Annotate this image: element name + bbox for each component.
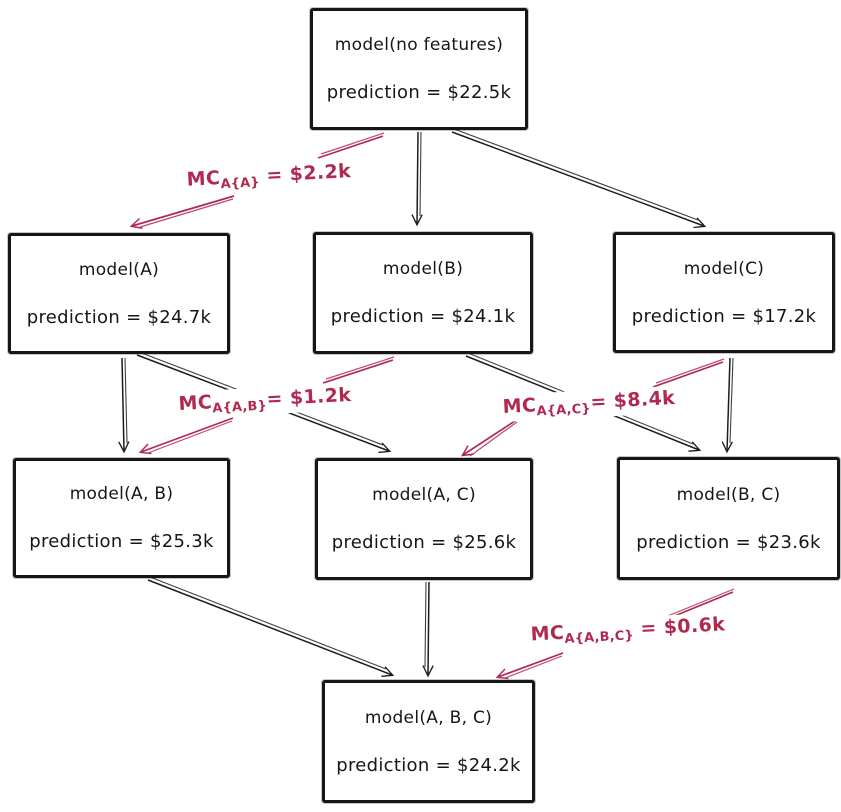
node-prediction: prediction = $25.3k — [29, 531, 214, 552]
mc-prefix: MC — [502, 394, 537, 418]
mc-value: = $2.2k — [258, 160, 352, 187]
node-title: model(B) — [382, 259, 464, 279]
node-title: model(C) — [683, 258, 765, 279]
mc-value: = $0.6k — [632, 613, 726, 641]
mc-prefix: MC — [530, 621, 565, 646]
node-model-no-features: model(no features) prediction = $22.5k — [310, 8, 528, 130]
node-title: model(A, B) — [69, 484, 174, 504]
mc-subscript: A{A,B,C} — [564, 628, 635, 647]
node-prediction: prediction = $25.6k — [331, 532, 517, 553]
node-title: model(B, C) — [676, 484, 781, 505]
mc-value: = $1.2k — [266, 383, 352, 411]
edge-ac-to-abc — [422, 581, 434, 678]
mc-value: = $8.4k — [589, 386, 676, 414]
mc-prefix: MC — [177, 391, 213, 415]
node-prediction: prediction = $22.5k — [326, 82, 512, 103]
node-title: model(A, B, C) — [364, 707, 493, 728]
node-title: model(A, C) — [372, 485, 476, 505]
node-model-abc: model(A, B, C) prediction = $24.2k — [322, 680, 535, 803]
node-prediction: prediction = $17.2k — [631, 305, 817, 327]
mc-prefix: MC — [186, 167, 221, 191]
node-model-a: model(A) prediction = $24.7k — [8, 233, 230, 354]
node-title: model(A) — [78, 259, 160, 280]
edge-ab-to-abc — [147, 576, 395, 678]
node-model-bc: model(B, C) prediction = $23.6k — [617, 457, 840, 580]
node-model-b: model(B) prediction = $24.1k — [313, 232, 533, 354]
edge-c-to-bc — [721, 357, 734, 454]
edge-none-to-b — [411, 131, 423, 227]
node-model-c: model(C) prediction = $17.2k — [613, 232, 835, 353]
edge-a-to-ab — [118, 357, 130, 454]
node-title: model(no features) — [334, 35, 504, 55]
mc-subscript: A{A} — [220, 175, 261, 193]
mc-subscript: A{A,C} — [536, 401, 592, 420]
node-prediction: prediction = $24.2k — [336, 754, 521, 776]
edge-c-to-ac — [460, 358, 725, 457]
edge-none-to-a — [129, 132, 385, 229]
node-prediction: prediction = $23.6k — [636, 531, 821, 553]
node-model-ab: model(A, B) prediction = $25.3k — [13, 458, 230, 578]
node-prediction: prediction = $24.1k — [330, 306, 516, 327]
node-prediction: prediction = $24.7k — [26, 306, 212, 328]
edge-none-to-c — [451, 128, 707, 229]
node-model-ac: model(A, C) prediction = $25.6k — [315, 458, 533, 580]
edge-b-to-ab — [138, 356, 395, 455]
mc-subscript: A{A,B} — [212, 398, 268, 417]
